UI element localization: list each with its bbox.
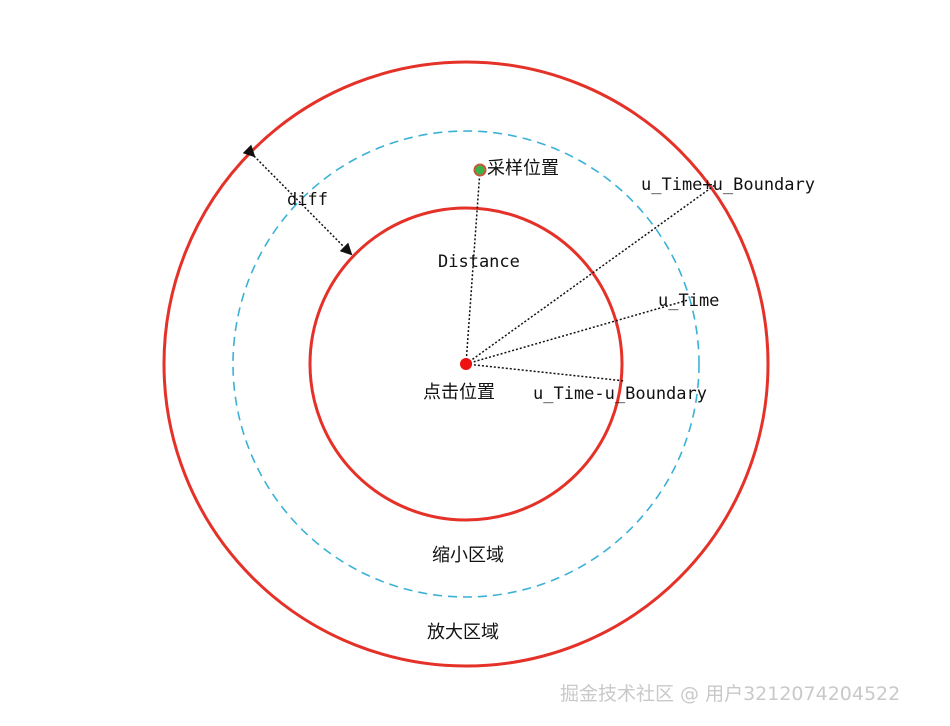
diff-arrow (242, 144, 353, 256)
dashed-circle (232, 130, 700, 598)
inner-circle (308, 206, 624, 522)
diff-label: diff (287, 190, 328, 210)
shrink-region-label: 缩小区域 (432, 545, 504, 566)
radius-line-middle (465, 299, 689, 365)
outer-circle (162, 60, 770, 668)
distance-label: Distance (438, 252, 520, 272)
radius-line-outer (465, 184, 716, 365)
inner-radius-label: u_Time-u_Boundary (533, 384, 707, 404)
outer-radius-label: u_Time+u_Boundary (641, 175, 815, 195)
distance-line (465, 169, 481, 365)
enlarge-region-label: 放大区域 (427, 622, 499, 643)
click-position-dot (460, 358, 472, 370)
watermark-text: 掘金技术社区 @ 用户3212074204522 (560, 683, 900, 705)
sample-position-dot (473, 163, 487, 177)
middle-radius-label: u_Time (658, 291, 719, 311)
click-position-label: 点击位置 (423, 382, 495, 403)
radius-line-inner (465, 363, 626, 382)
sample-position-label: 采样位置 (487, 158, 559, 179)
